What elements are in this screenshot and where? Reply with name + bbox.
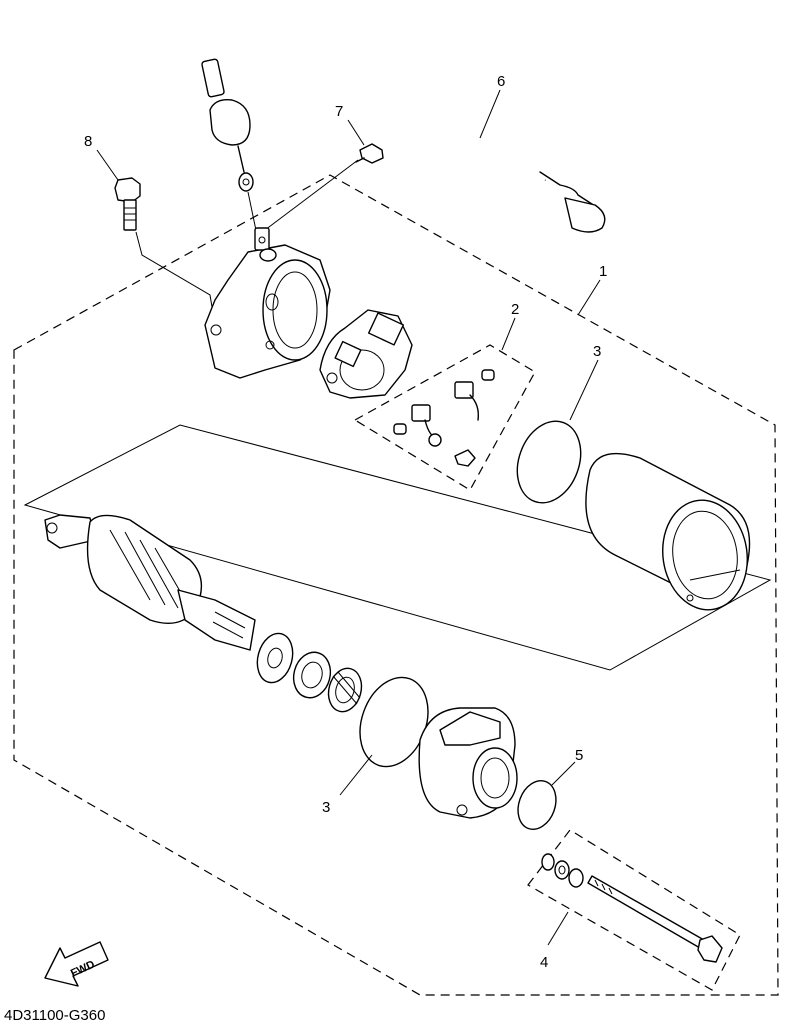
leader-bolt-to-cover (135, 231, 216, 326)
callout-4: 4 (540, 954, 548, 971)
yoke (585, 452, 751, 611)
bearing (292, 651, 332, 699)
leader-7 (347, 119, 365, 146)
leader-5 (551, 761, 576, 786)
callout-1: 1 (599, 263, 607, 280)
fwd-arrow: FWD (44, 941, 109, 987)
leader-6 (479, 89, 501, 139)
brush-plate (319, 309, 413, 399)
callout-2: 2 (511, 301, 519, 318)
screw-7 (355, 143, 384, 164)
through-bolt-set (541, 853, 723, 963)
leader-1 (577, 279, 601, 316)
o-ring-small (517, 780, 557, 830)
leader-8 (96, 149, 119, 181)
callout-7: 7 (335, 103, 343, 120)
leader-3b (339, 754, 373, 796)
assembly-boundary (13, 174, 779, 996)
o-ring-upper (516, 420, 582, 504)
callout-8: 8 (84, 133, 92, 150)
callout-5: 5 (575, 747, 583, 764)
bolt-8 (114, 177, 141, 231)
drawing-code: 4D31100-G360 (4, 1007, 105, 1024)
washer (256, 632, 294, 684)
rear-cover (418, 707, 518, 819)
leader-2 (501, 317, 516, 351)
lead-wire (191, 30, 606, 233)
armature-frame (23, 424, 772, 671)
brush-set-parts (393, 369, 495, 467)
armature (44, 514, 256, 651)
bolt-set-boundary (527, 829, 741, 991)
needle-bearing (327, 667, 363, 713)
front-cover (204, 227, 331, 379)
callout-3-upper: 3 (593, 343, 601, 360)
leader-4 (547, 911, 569, 946)
callout-6: 6 (497, 73, 505, 90)
leader-screw-to-cover (264, 159, 359, 231)
callout-3-lower: 3 (322, 799, 330, 816)
leader-3a (569, 359, 599, 421)
